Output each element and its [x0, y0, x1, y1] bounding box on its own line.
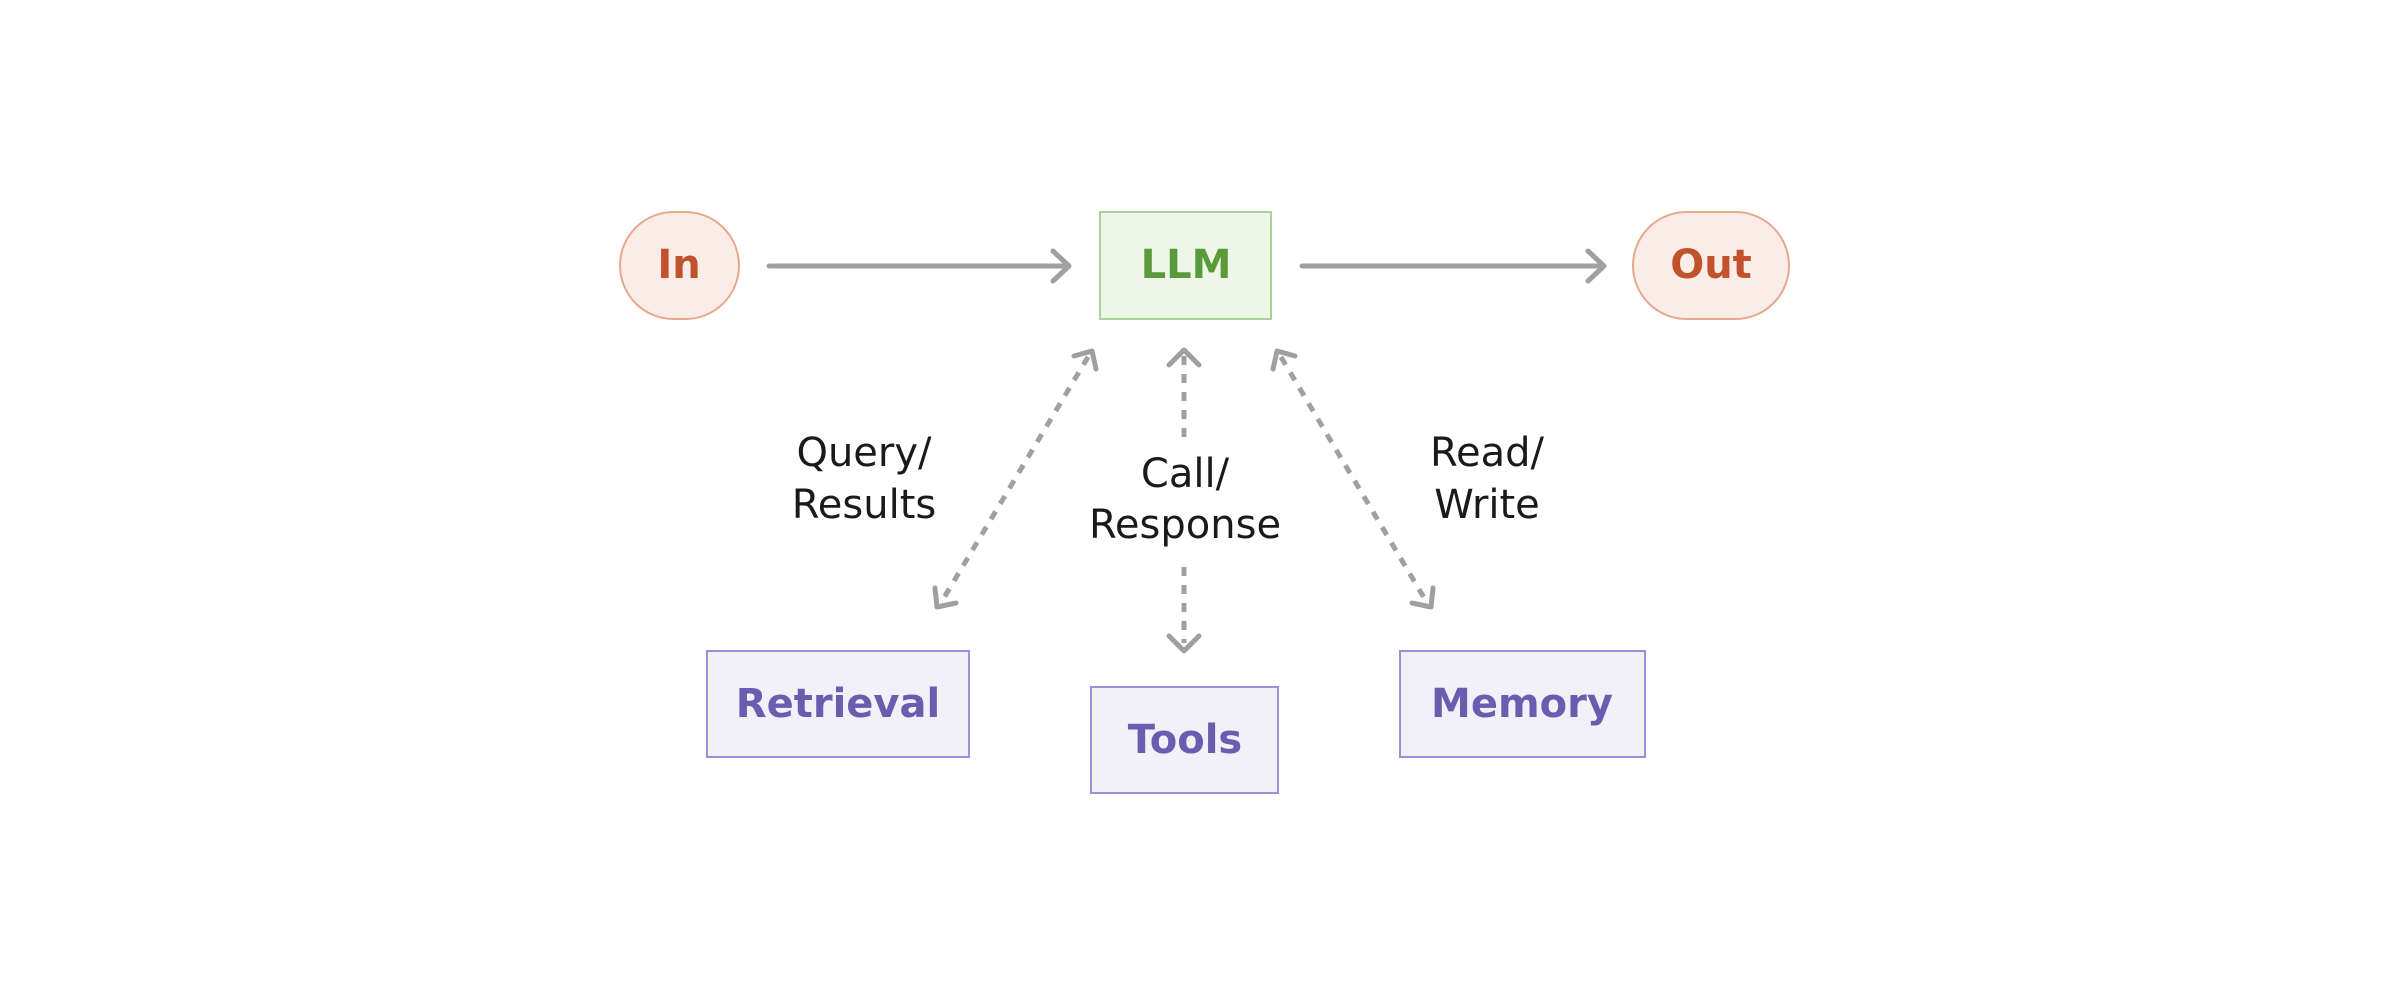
llm-retrieval-arrow — [932, 348, 1099, 610]
tools-node-shape — [1090, 686, 1279, 794]
memory-edge-label-line1: Read/ — [1430, 430, 1545, 476]
llm-node: LLM — [1099, 211, 1272, 320]
memory-node-shape — [1399, 650, 1646, 758]
tools-edge-label-line2: Response — [1089, 502, 1281, 548]
retrieval-node-label: Retrieval — [736, 681, 940, 727]
retrieval-edge-label: Query/ Results — [792, 430, 936, 528]
memory-node-label: Memory — [1431, 681, 1613, 727]
llm-to-output-arrow — [1299, 248, 1607, 284]
input-node-label: In — [657, 242, 700, 288]
output-node-label: Out — [1670, 242, 1752, 288]
memory-node: Memory — [1399, 650, 1646, 758]
llm-node-label: LLM — [1141, 242, 1232, 288]
retrieval-node: Retrieval — [706, 650, 970, 758]
retrieval-node-shape — [706, 650, 970, 758]
retrieval-edge-label-line1: Query/ — [796, 430, 932, 476]
memory-edge-label-line2: Write — [1434, 482, 1540, 528]
tools-node: Tools — [1090, 686, 1279, 794]
memory-edge-label: Read/ Write — [1430, 430, 1545, 528]
llm-node-shape — [1099, 211, 1272, 320]
input-to-llm-arrow — [766, 248, 1072, 284]
llm-memory-arrow — [1270, 348, 1436, 610]
tools-edge-label: Call/ Response — [1089, 451, 1281, 548]
tools-edge-label-line1: Call/ — [1141, 451, 1230, 497]
output-node: Out — [1632, 211, 1790, 320]
input-node-shape — [619, 211, 740, 320]
input-node: In — [619, 211, 740, 320]
llm-tools-arrow — [1166, 347, 1202, 654]
tools-node-label: Tools — [1128, 717, 1242, 763]
retrieval-edge-label-line2: Results — [792, 482, 936, 528]
output-node-shape — [1632, 211, 1790, 320]
